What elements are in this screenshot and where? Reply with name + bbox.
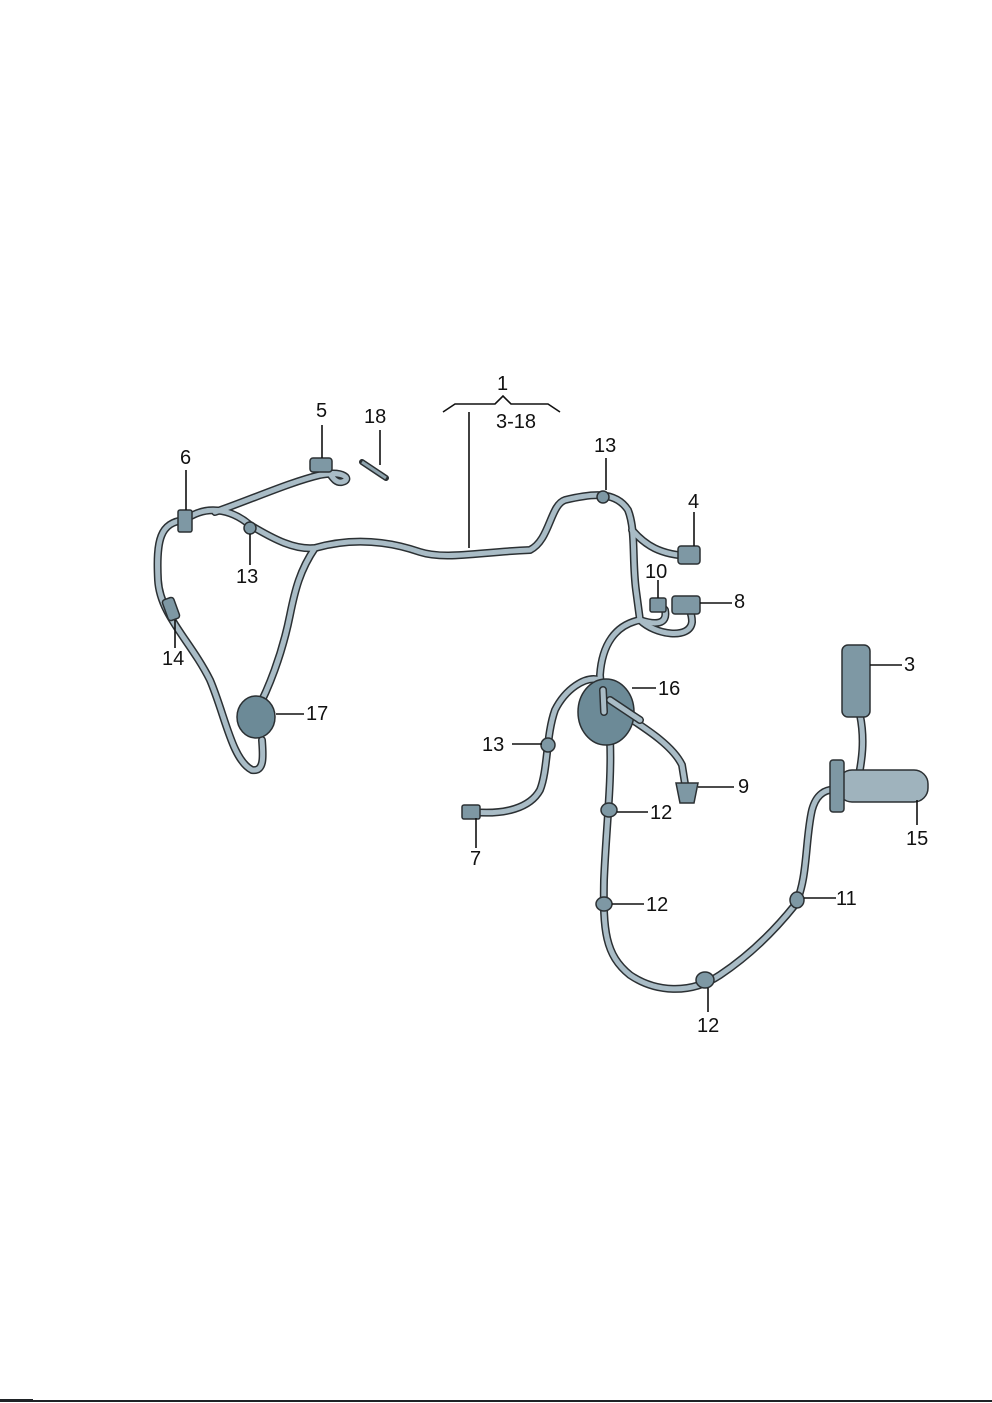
label-10: 10 xyxy=(645,561,667,583)
wire-outline xyxy=(181,491,644,624)
grommet-16 xyxy=(577,678,644,746)
wire-segment xyxy=(253,545,318,715)
label-14: 14 xyxy=(162,648,184,670)
label-13-top: 13 xyxy=(594,435,616,457)
label-6: 6 xyxy=(180,447,191,469)
clip-11 xyxy=(789,891,805,909)
label-11: 11 xyxy=(836,888,857,910)
label-18: 18 xyxy=(364,406,386,428)
connector-3 xyxy=(841,644,871,718)
connector-15 xyxy=(829,759,929,813)
callout-labels: 1 3-18 5 18 6 13 13 4 10 8 3 14 16 17 13… xyxy=(162,373,928,1037)
connector-6 xyxy=(177,509,193,533)
label-1: 1 xyxy=(497,373,508,395)
wire-segment xyxy=(597,617,643,715)
label-8: 8 xyxy=(734,591,745,613)
pin-18 xyxy=(359,459,389,481)
grommet-17 xyxy=(236,695,276,739)
label-16: 16 xyxy=(658,678,680,700)
label-5: 5 xyxy=(316,400,327,422)
wire-segment xyxy=(155,517,266,773)
connector-4 xyxy=(677,545,701,565)
label-13-left: 13 xyxy=(236,566,258,588)
label-3-18: 3-18 xyxy=(496,411,536,433)
connector-14 xyxy=(161,596,181,622)
label-12-middle: 12 xyxy=(646,894,668,916)
label-13-lower: 13 xyxy=(482,734,504,756)
label-4: 4 xyxy=(688,491,699,513)
label-17: 17 xyxy=(306,703,328,725)
leader-lines xyxy=(174,394,918,1012)
label-12-upper: 12 xyxy=(650,802,672,824)
connector-9 xyxy=(675,782,699,804)
clip-10 xyxy=(649,597,667,613)
clip-12 xyxy=(595,802,715,989)
wire-segment xyxy=(212,462,349,515)
bottom-tab xyxy=(0,1399,33,1402)
connector-5 xyxy=(309,457,333,473)
wire-segment xyxy=(601,737,841,992)
label-15: 15 xyxy=(906,828,928,850)
wire-segment xyxy=(469,676,603,816)
label-12-lower: 12 xyxy=(697,1015,719,1037)
label-9: 9 xyxy=(738,776,749,798)
label-7: 7 xyxy=(470,848,481,870)
label-3: 3 xyxy=(904,654,915,676)
bottom-rule xyxy=(0,1400,992,1402)
clip-13 xyxy=(243,490,610,753)
connector-7 xyxy=(461,804,481,820)
connector-8 xyxy=(671,595,701,615)
wire-segment xyxy=(182,492,643,623)
